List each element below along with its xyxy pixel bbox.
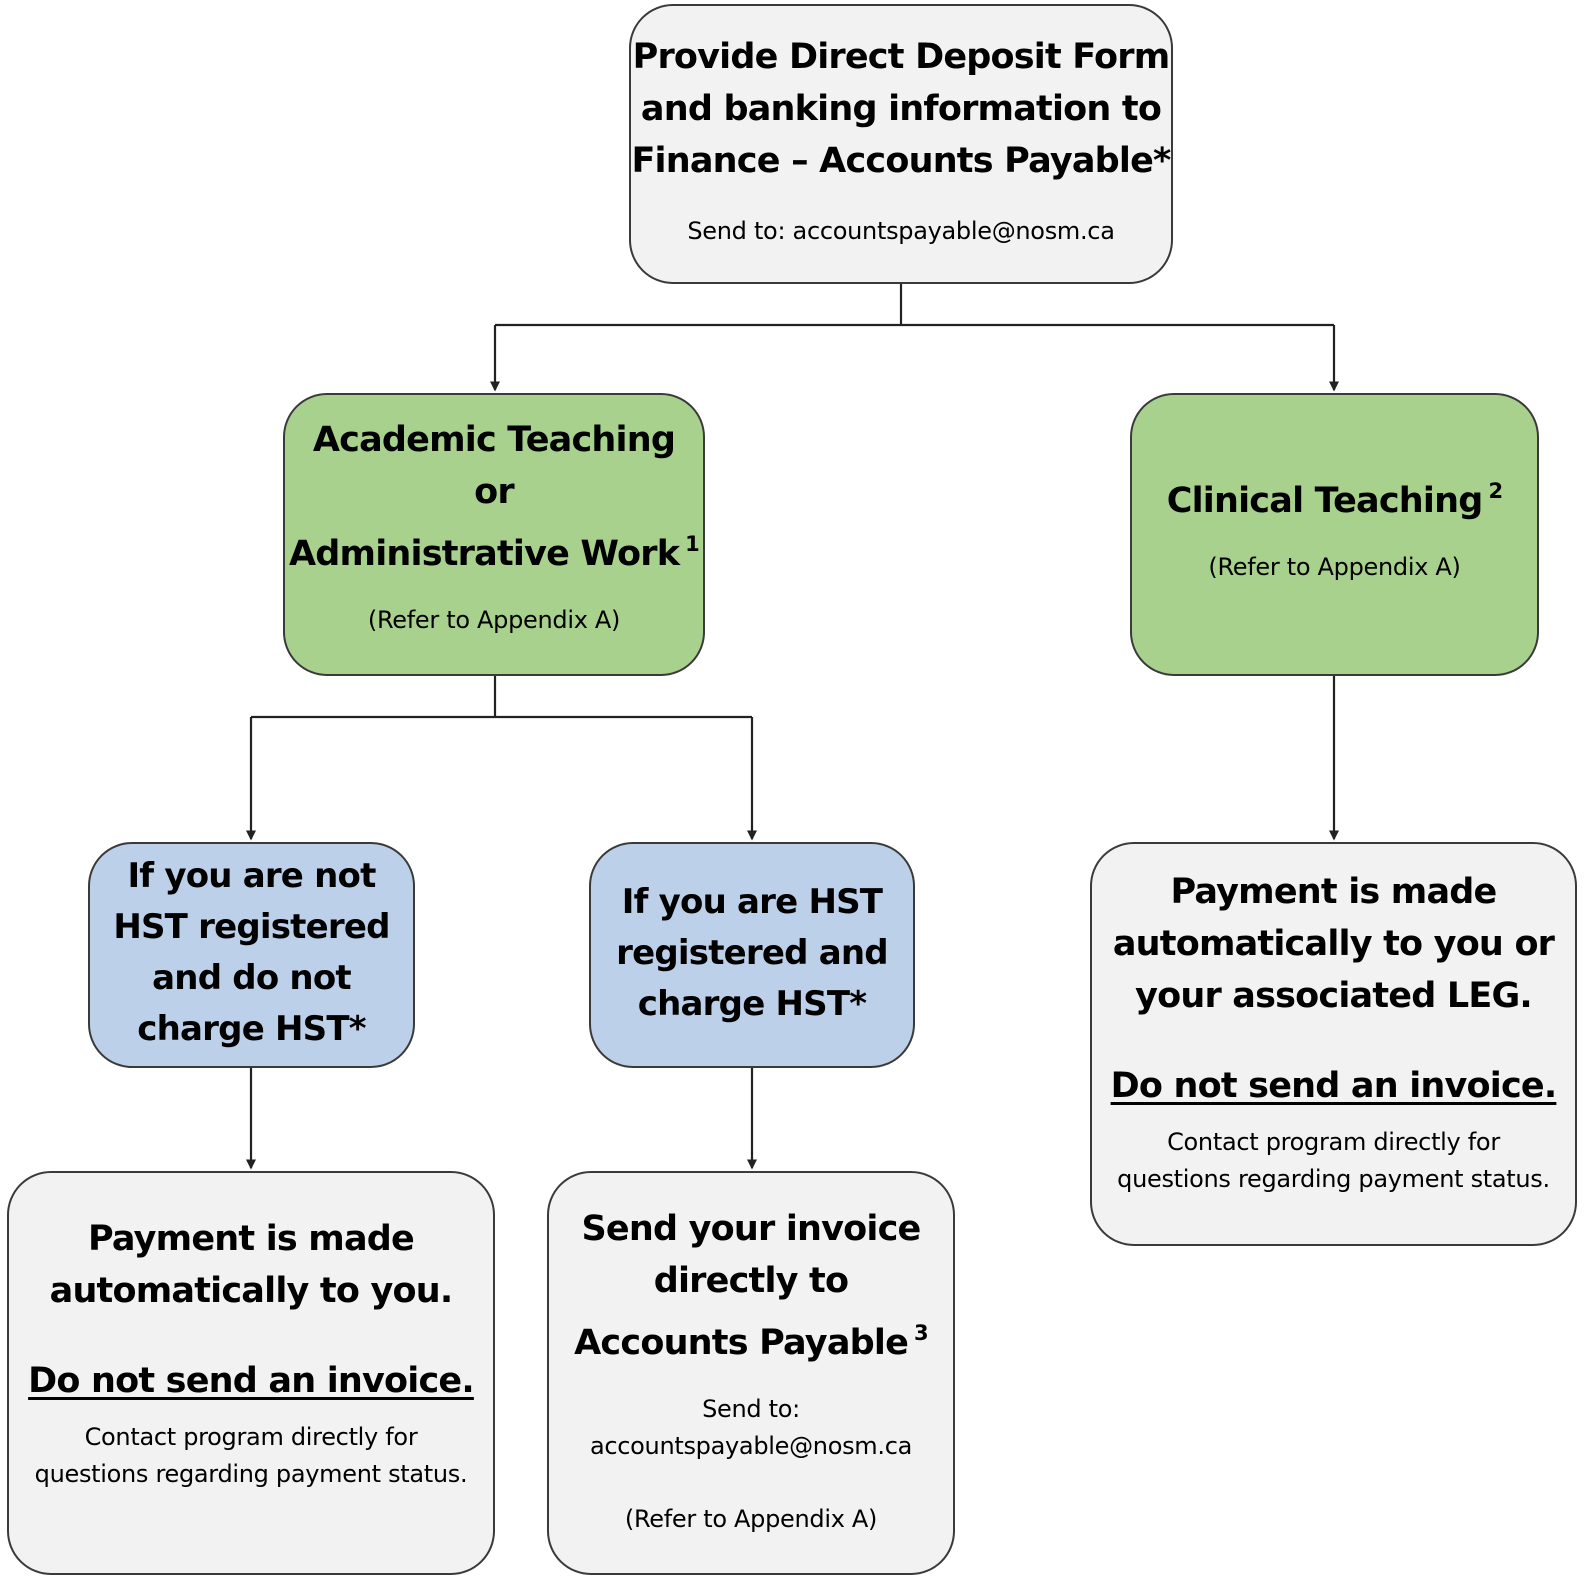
deposit-send-to: Send to: accountspayable@nosm.ca xyxy=(687,217,1115,245)
send-invoice-node: Send your invoice directly to Accounts P… xyxy=(547,1171,955,1575)
hst-line-3: charge HST* xyxy=(637,984,867,1024)
payment-you-line-1: Payment is made xyxy=(87,1219,415,1259)
academic-title-line-2: or xyxy=(474,472,515,512)
not-hst-line-2: HST registered xyxy=(113,907,390,947)
academic-refer: (Refer to Appendix A) xyxy=(367,606,621,634)
payment-automatic-you-node: Payment is made automatically to you. Do… xyxy=(7,1171,495,1575)
payment-you-contact-line-2: questions regarding payment status. xyxy=(34,1460,468,1488)
academic-title-text: Administrative Work xyxy=(289,534,680,574)
payment-you-contact-line-1: Contact program directly for xyxy=(84,1423,418,1451)
payment-leg-line-2: automatically to you or xyxy=(1112,924,1555,964)
academic-teaching-node: Academic Teaching or Administrative Work… xyxy=(283,393,705,676)
deposit-form-node: Provide Direct Deposit Form and banking … xyxy=(629,4,1173,284)
deposit-title-line-3: Finance – Accounts Payable* xyxy=(631,141,1171,181)
payment-leg-line-1: Payment is made xyxy=(1170,872,1497,912)
payment-leg-contact-line-2: questions regarding payment status. xyxy=(1117,1165,1550,1193)
footnote-3: 3 xyxy=(914,1321,929,1345)
hst-line-1: If you are HST xyxy=(621,882,883,922)
send-invoice-email: accountspayable@nosm.ca xyxy=(589,1432,913,1460)
deposit-title-line-1: Provide Direct Deposit Form xyxy=(632,37,1171,77)
payment-you-line-2: automatically to you. xyxy=(49,1271,454,1311)
academic-title-line-1: Academic Teaching xyxy=(312,420,676,460)
not-hst-line-1: If you are not xyxy=(127,856,376,896)
hst-registered-node: If you are HST registered and charge HST… xyxy=(589,842,915,1068)
send-invoice-line-2: directly to xyxy=(653,1261,849,1301)
footnote-1: 1 xyxy=(685,532,700,556)
clinical-title-text: Clinical Teaching xyxy=(1166,481,1484,521)
payment-automatic-leg-node: Payment is made automatically to you or … xyxy=(1090,842,1577,1246)
not-hst-line-4: charge HST* xyxy=(137,1009,366,1049)
hst-line-2: registered and xyxy=(616,933,888,973)
send-invoice-refer: (Refer to Appendix A) xyxy=(624,1505,878,1533)
not-hst-line-3: and do not xyxy=(152,958,351,998)
send-invoice-send-to-label: Send to: xyxy=(702,1395,800,1423)
footnote-2: 2 xyxy=(1488,479,1503,503)
send-invoice-title-text: Accounts Payable xyxy=(574,1323,909,1363)
deposit-title-line-2: and banking information to xyxy=(640,89,1162,129)
clinical-refer: (Refer to Appendix A) xyxy=(1208,553,1461,581)
payment-you-warning: Do not send an invoice. xyxy=(28,1361,475,1401)
payment-leg-line-3: your associated LEG. xyxy=(1135,976,1533,1016)
send-invoice-line-1: Send your invoice xyxy=(581,1209,922,1249)
payment-leg-warning: Do not send an invoice. xyxy=(1110,1066,1558,1106)
not-hst-registered-node: If you are not HST registered and do not… xyxy=(88,842,415,1068)
payment-leg-contact-line-1: Contact program directly for xyxy=(1167,1128,1500,1156)
